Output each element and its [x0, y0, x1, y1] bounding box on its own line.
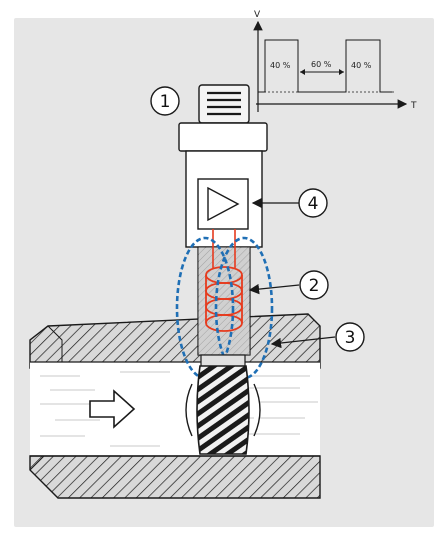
callout-2-leader	[248, 283, 300, 295]
pipe	[29, 313, 321, 499]
callout-4-number: 4	[308, 194, 319, 214]
pulse-1-label: 40 %	[270, 61, 291, 70]
amplifier-box	[197, 178, 249, 230]
pipe-lower-wall	[29, 455, 321, 499]
triangle-amplifier-icon	[207, 186, 240, 222]
flow-channel	[30, 362, 320, 456]
callout-3-leader	[270, 336, 336, 349]
callout-1: 1	[150, 86, 180, 116]
right-arrow-icon	[89, 389, 136, 429]
turbine-rotor	[185, 354, 261, 455]
callout-2-number: 2	[309, 276, 320, 296]
rotor-body	[196, 365, 250, 455]
callout-2: 2	[299, 270, 329, 300]
x-axis-label: T	[410, 101, 417, 111]
connector-cap	[198, 84, 250, 124]
callout-4: 4	[298, 188, 328, 218]
callout-3-number: 3	[345, 328, 356, 348]
pickup-coil	[205, 266, 243, 332]
pulse-2-label: 40 %	[351, 61, 372, 70]
gap-label: 60 %	[311, 60, 332, 69]
callout-3: 3	[335, 322, 365, 352]
callout-1-number: 1	[160, 92, 171, 112]
y-axis-label: V	[254, 10, 261, 20]
signal-graph: V T 40 % 60 % 40 %	[253, 10, 417, 112]
